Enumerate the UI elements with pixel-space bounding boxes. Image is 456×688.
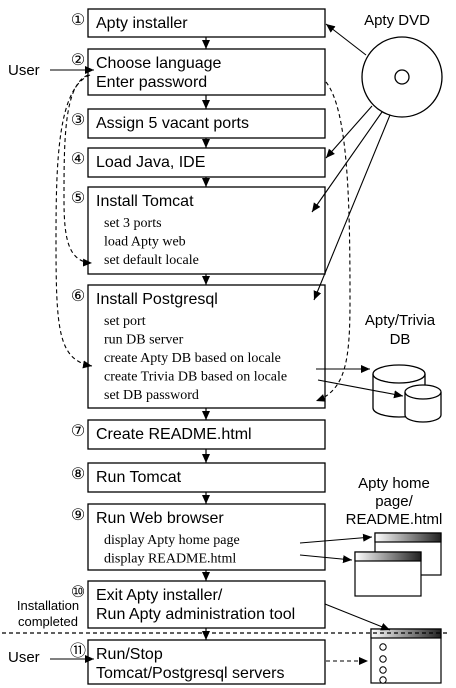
step-substep: load Apty web xyxy=(104,235,186,250)
installation-label-line2: completed xyxy=(18,614,78,629)
step-box xyxy=(87,186,326,275)
step-number: ⑧ xyxy=(71,466,85,483)
admin-tool-window-icon xyxy=(370,628,442,684)
step-title-line: Tomcat/Postgresql servers xyxy=(96,665,285,682)
arrow-display-homepage xyxy=(299,533,373,544)
browser-windows-icon xyxy=(354,532,442,597)
step-8: ⑧ Run Tomcat xyxy=(71,462,326,493)
step-3: ③ Assign 5 vacant ports xyxy=(71,108,326,139)
step-title-line: Assign 5 vacant ports xyxy=(96,115,249,132)
step-5: ⑤ Install Tomcat set 3 ports load Apty web s… xyxy=(71,186,326,275)
step-box xyxy=(87,147,326,178)
dvd-arrow-step4 xyxy=(325,105,373,159)
step-substep: set default locale xyxy=(104,253,199,268)
db-label-line1: Apty/Trivia xyxy=(365,312,436,329)
step-10: ⑩ Exit Apty installer/Run Apty administra… xyxy=(71,580,326,629)
step-number: ⑤ xyxy=(71,190,85,207)
step-title-line: Choose language xyxy=(96,55,222,72)
step-box xyxy=(87,108,326,139)
step-substep: run DB server xyxy=(104,333,184,348)
step-number: ⑨ xyxy=(71,507,85,524)
step-7: ⑦ Create README.html xyxy=(71,419,326,450)
step-box xyxy=(87,419,326,450)
database-cylinders-icon xyxy=(372,364,442,423)
dvd-arrow-step1 xyxy=(325,23,367,56)
step-number: ④ xyxy=(71,151,85,168)
step-substep: set 3 ports xyxy=(104,216,162,231)
step-substep: create Trivia DB based on locale xyxy=(104,370,287,385)
step-title-line: Exit Apty installer/ xyxy=(96,587,223,604)
step-box xyxy=(87,8,326,38)
arrow-run-admin-tool xyxy=(324,603,391,631)
dvd-arrow-step5 xyxy=(311,111,383,213)
step-box xyxy=(87,462,326,493)
step-box xyxy=(87,48,326,96)
step-title-line: Create README.html xyxy=(96,426,252,443)
step-title-line: Run Tomcat xyxy=(96,469,182,486)
homepage-label-line1: Apty home xyxy=(358,475,430,492)
dashed-locale-to-postgres xyxy=(55,74,93,369)
step-9: ⑨ Run Web browser display Apty home page di… xyxy=(71,503,326,571)
installation-label-line1: Installation xyxy=(17,598,79,613)
connector-arrows xyxy=(50,23,404,665)
homepage-label-line3: README.html xyxy=(346,511,443,528)
step-number: ⑦ xyxy=(71,423,85,440)
step-1: ① Apty installer xyxy=(71,8,326,38)
step-number: ⑩ xyxy=(71,584,85,601)
dvd-label: Apty DVD xyxy=(364,12,430,29)
dvd-disc-icon xyxy=(361,36,443,118)
step-substep: set port xyxy=(104,314,146,329)
step-title-line: Run Web browser xyxy=(96,510,224,527)
dvd-arrow-step6 xyxy=(313,114,391,301)
step-number: ③ xyxy=(71,112,85,129)
arrow-display-readme xyxy=(299,554,353,564)
homepage-label-line2: page/ xyxy=(375,493,413,510)
step-title-line: Enter password xyxy=(96,74,207,91)
user-label-bottom: User xyxy=(8,649,40,666)
step-number: ① xyxy=(71,12,85,29)
step-title-line: Install Postgresql xyxy=(96,291,218,308)
step-substep: set DB password xyxy=(104,388,199,403)
step-title-line: Run/Stop xyxy=(96,646,163,663)
step-box xyxy=(87,503,326,571)
step-title-line: Run Apty administration tool xyxy=(96,606,295,623)
dashed-password-to-db xyxy=(315,81,351,402)
step-number: ⑪ xyxy=(70,642,86,660)
step-substep: display Apty home page xyxy=(104,533,240,548)
step-number: ② xyxy=(71,52,85,69)
step-box xyxy=(87,580,326,629)
arrow-create-trivia-db xyxy=(317,379,404,399)
step-title-line: Load Java, IDE xyxy=(96,154,205,171)
step-title-line: Install Tomcat xyxy=(96,193,194,210)
step-number: ⑥ xyxy=(71,288,85,305)
step-title-line: Apty installer xyxy=(96,15,188,32)
dashed-locale-to-tomcat xyxy=(63,74,93,267)
step-6: ⑥ Install Postgresql set port run DB server… xyxy=(71,284,326,409)
step-box xyxy=(87,284,326,409)
user-label-top: User xyxy=(8,62,40,79)
step-substep: display README.html xyxy=(104,552,236,567)
step-substep: create Apty DB based on locale xyxy=(104,351,281,366)
step-4: ④ Load Java, IDE xyxy=(71,147,326,178)
db-label-line2: DB xyxy=(390,331,411,348)
